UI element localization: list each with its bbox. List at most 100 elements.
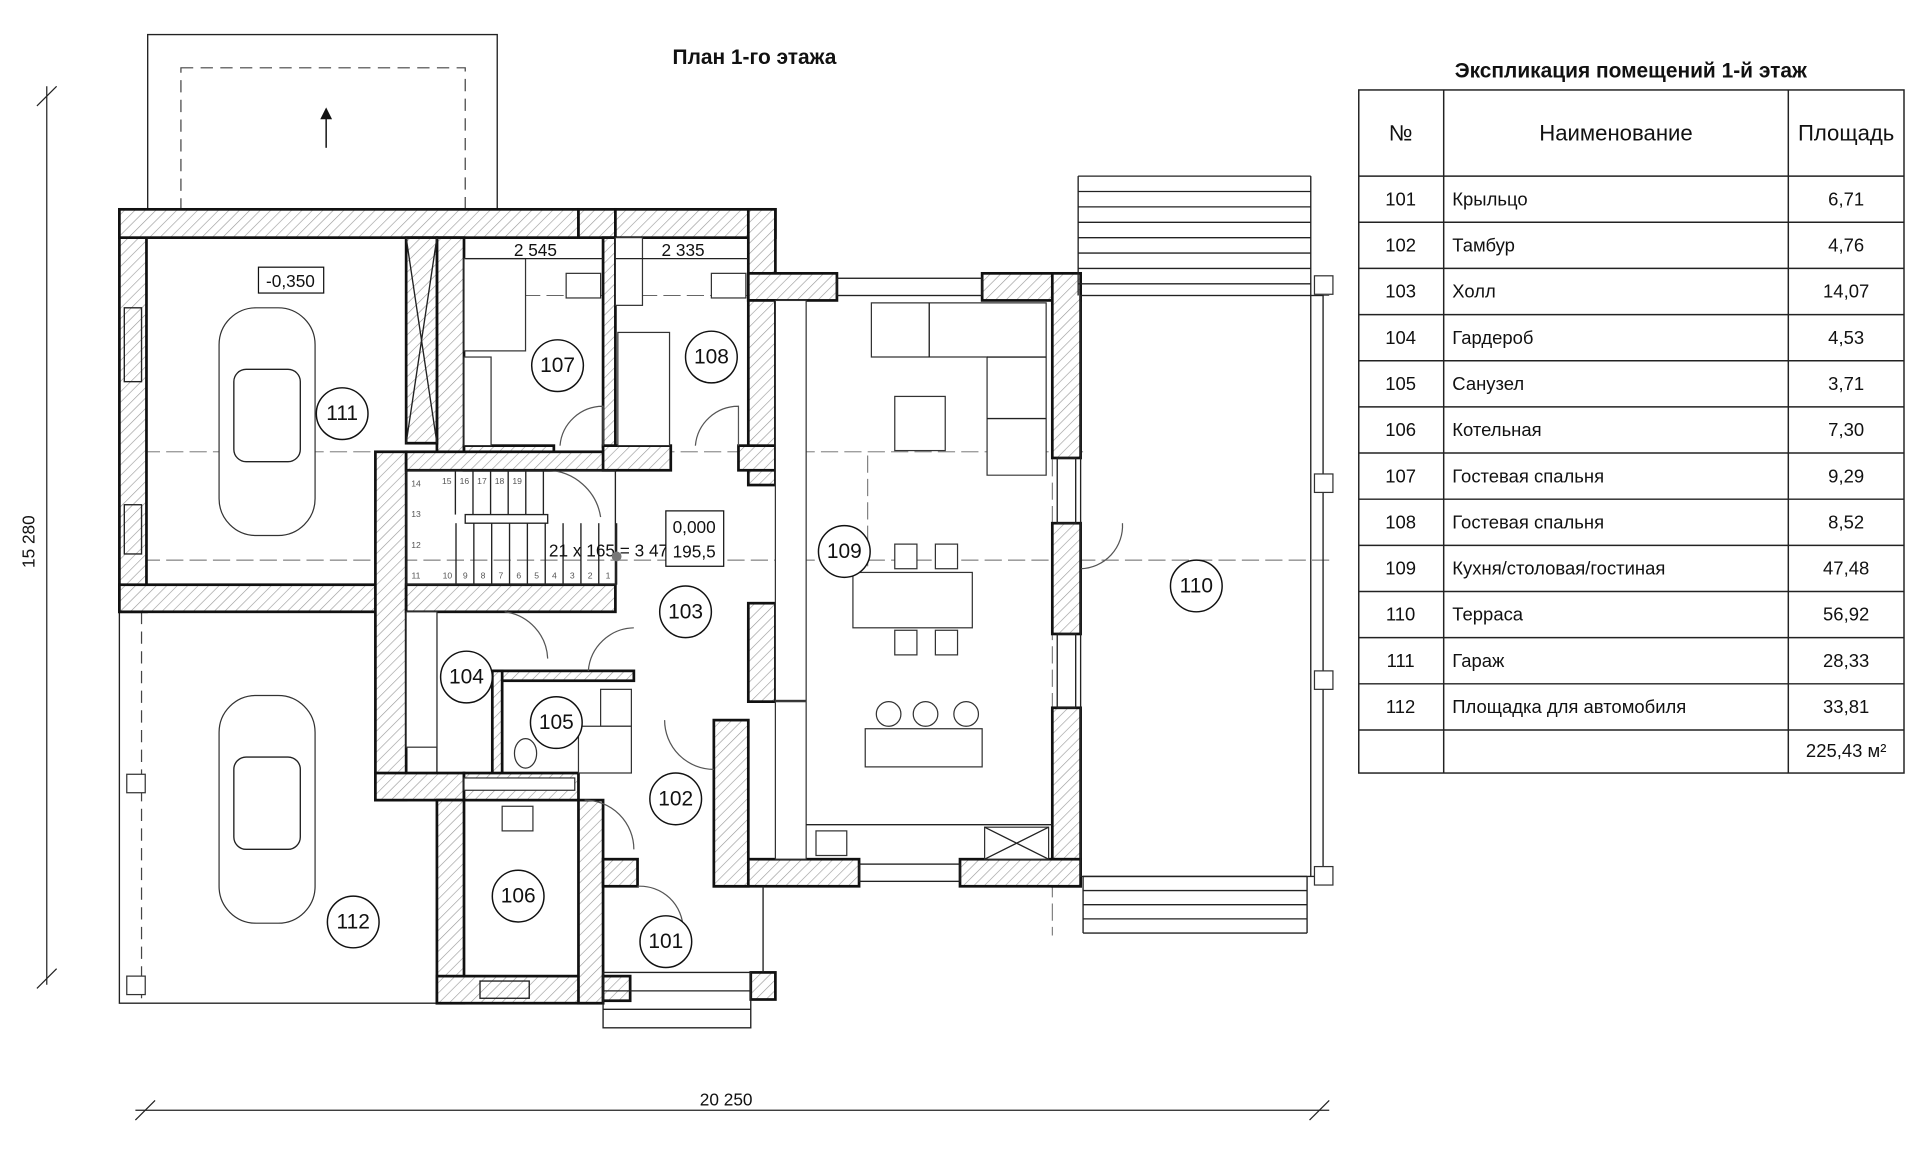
table-row: 107 Гостевая спальня 9,29 [1385, 465, 1864, 486]
car-icon [218, 307, 316, 537]
svg-text:110: 110 [1180, 574, 1213, 597]
column-icon [126, 773, 146, 794]
garage-cabinet [405, 237, 438, 444]
row-num: 106 [1385, 419, 1416, 440]
svg-text:111: 111 [326, 402, 358, 425]
row-name: Гостевая спальня [1452, 465, 1604, 486]
svg-text:102: 102 [658, 787, 693, 810]
row-num: 103 [1385, 281, 1416, 302]
row-num: 111 [1387, 650, 1415, 671]
level-mark-garage: -0,350 [257, 266, 325, 294]
row-num: 102 [1385, 235, 1416, 256]
stair-step-number: 16 [460, 476, 470, 486]
stair-step-number: 9 [463, 571, 468, 581]
row-name: Котельная [1452, 419, 1541, 440]
row-area: 7,30 [1828, 419, 1864, 440]
header-name: Наименование [1539, 120, 1692, 145]
row-name: Гардероб [1452, 327, 1533, 348]
stair-step-number: 1 [606, 571, 611, 581]
stair-step-number: 14 [411, 478, 421, 488]
row-area: 4,76 [1828, 235, 1864, 256]
level-main-text: 0,000 [673, 517, 716, 537]
svg-text:112: 112 [337, 910, 370, 933]
stair-step-number: 3 [570, 571, 575, 581]
room-tag-105: 105 [529, 695, 583, 750]
stair-step-number: 6 [516, 571, 521, 581]
room-tag-101: 101 [639, 915, 693, 969]
stair-step-number: 12 [411, 540, 421, 550]
room-tag-111: 111 [315, 387, 369, 441]
level-mark-main: 0,000 195,5 [665, 510, 725, 567]
row-num: 105 [1385, 373, 1416, 394]
stair-step-number: 8 [481, 571, 486, 581]
plan-title: План 1-го этажа [673, 46, 837, 69]
column-icon [126, 975, 146, 996]
svg-text:109: 109 [827, 540, 862, 563]
svg-text:105: 105 [539, 711, 574, 734]
row-num: 104 [1385, 327, 1416, 348]
room-tag-109: 109 [817, 524, 871, 579]
room-tag-106: 106 [491, 869, 545, 923]
stair-step-number: 4 [552, 571, 557, 581]
windows [123, 277, 1077, 999]
garage-canopy [147, 33, 498, 211]
row-name: Гараж [1452, 650, 1505, 671]
car-icon [218, 694, 316, 924]
dimension-room-108: 2 335 [662, 240, 705, 260]
row-num: 112 [1386, 696, 1415, 717]
column-icon [1313, 473, 1334, 494]
level-garage-text: -0,350 [266, 271, 315, 291]
svg-text:103: 103 [668, 600, 703, 623]
dimension-room-107: 2 545 [514, 240, 557, 260]
row-num: 107 [1385, 465, 1416, 486]
row-name: Холл [1452, 281, 1496, 302]
stair-step-number: 13 [411, 509, 421, 519]
row-area: 28,33 [1823, 650, 1869, 671]
row-num: 109 [1385, 558, 1416, 579]
header-num: № [1389, 120, 1413, 145]
stair-step-number: 5 [534, 571, 539, 581]
dimension-height: 15 280 [18, 515, 38, 568]
row-area: 56,92 [1823, 604, 1869, 625]
svg-text:104: 104 [449, 666, 484, 689]
bedroom-furniture [463, 237, 747, 447]
dimension-width: 20 250 [700, 1089, 753, 1109]
svg-text:108: 108 [694, 346, 729, 369]
table-row: 105 Санузел 3,71 [1385, 373, 1864, 394]
row-area: 8,52 [1828, 511, 1864, 532]
stair-step-number: 15 [442, 476, 452, 486]
column-icon [1313, 275, 1334, 295]
bathroom-fixtures [405, 611, 632, 832]
row-name: Крыльцо [1452, 188, 1527, 209]
room-tag-108: 108 [684, 330, 738, 384]
row-num: 110 [1386, 604, 1415, 625]
room-tag-110: 110 [1169, 559, 1223, 613]
row-area: 3,71 [1828, 373, 1864, 394]
total-area: 225,43 м² [1806, 740, 1886, 761]
room-tag-104: 104 [439, 650, 494, 704]
stair-step-number: 7 [499, 571, 504, 581]
room-tag-107: 107 [530, 339, 585, 393]
stair-step-number: 19 [512, 476, 522, 486]
svg-text:101: 101 [648, 930, 683, 953]
svg-text:106: 106 [501, 885, 536, 908]
walls [118, 207, 1082, 1005]
table-row: 111 Гараж 28,33 [1387, 650, 1870, 671]
row-name: Кухня/столовая/гостиная [1452, 558, 1665, 579]
stair-step-number: 17 [477, 476, 487, 486]
room-tag-112: 112 [326, 895, 380, 949]
dimension-lines [36, 85, 1330, 1121]
row-area: 9,29 [1828, 465, 1864, 486]
stair-step-number: 10 [443, 571, 453, 581]
row-area: 33,81 [1823, 696, 1869, 717]
row-name: Санузел [1452, 373, 1524, 394]
